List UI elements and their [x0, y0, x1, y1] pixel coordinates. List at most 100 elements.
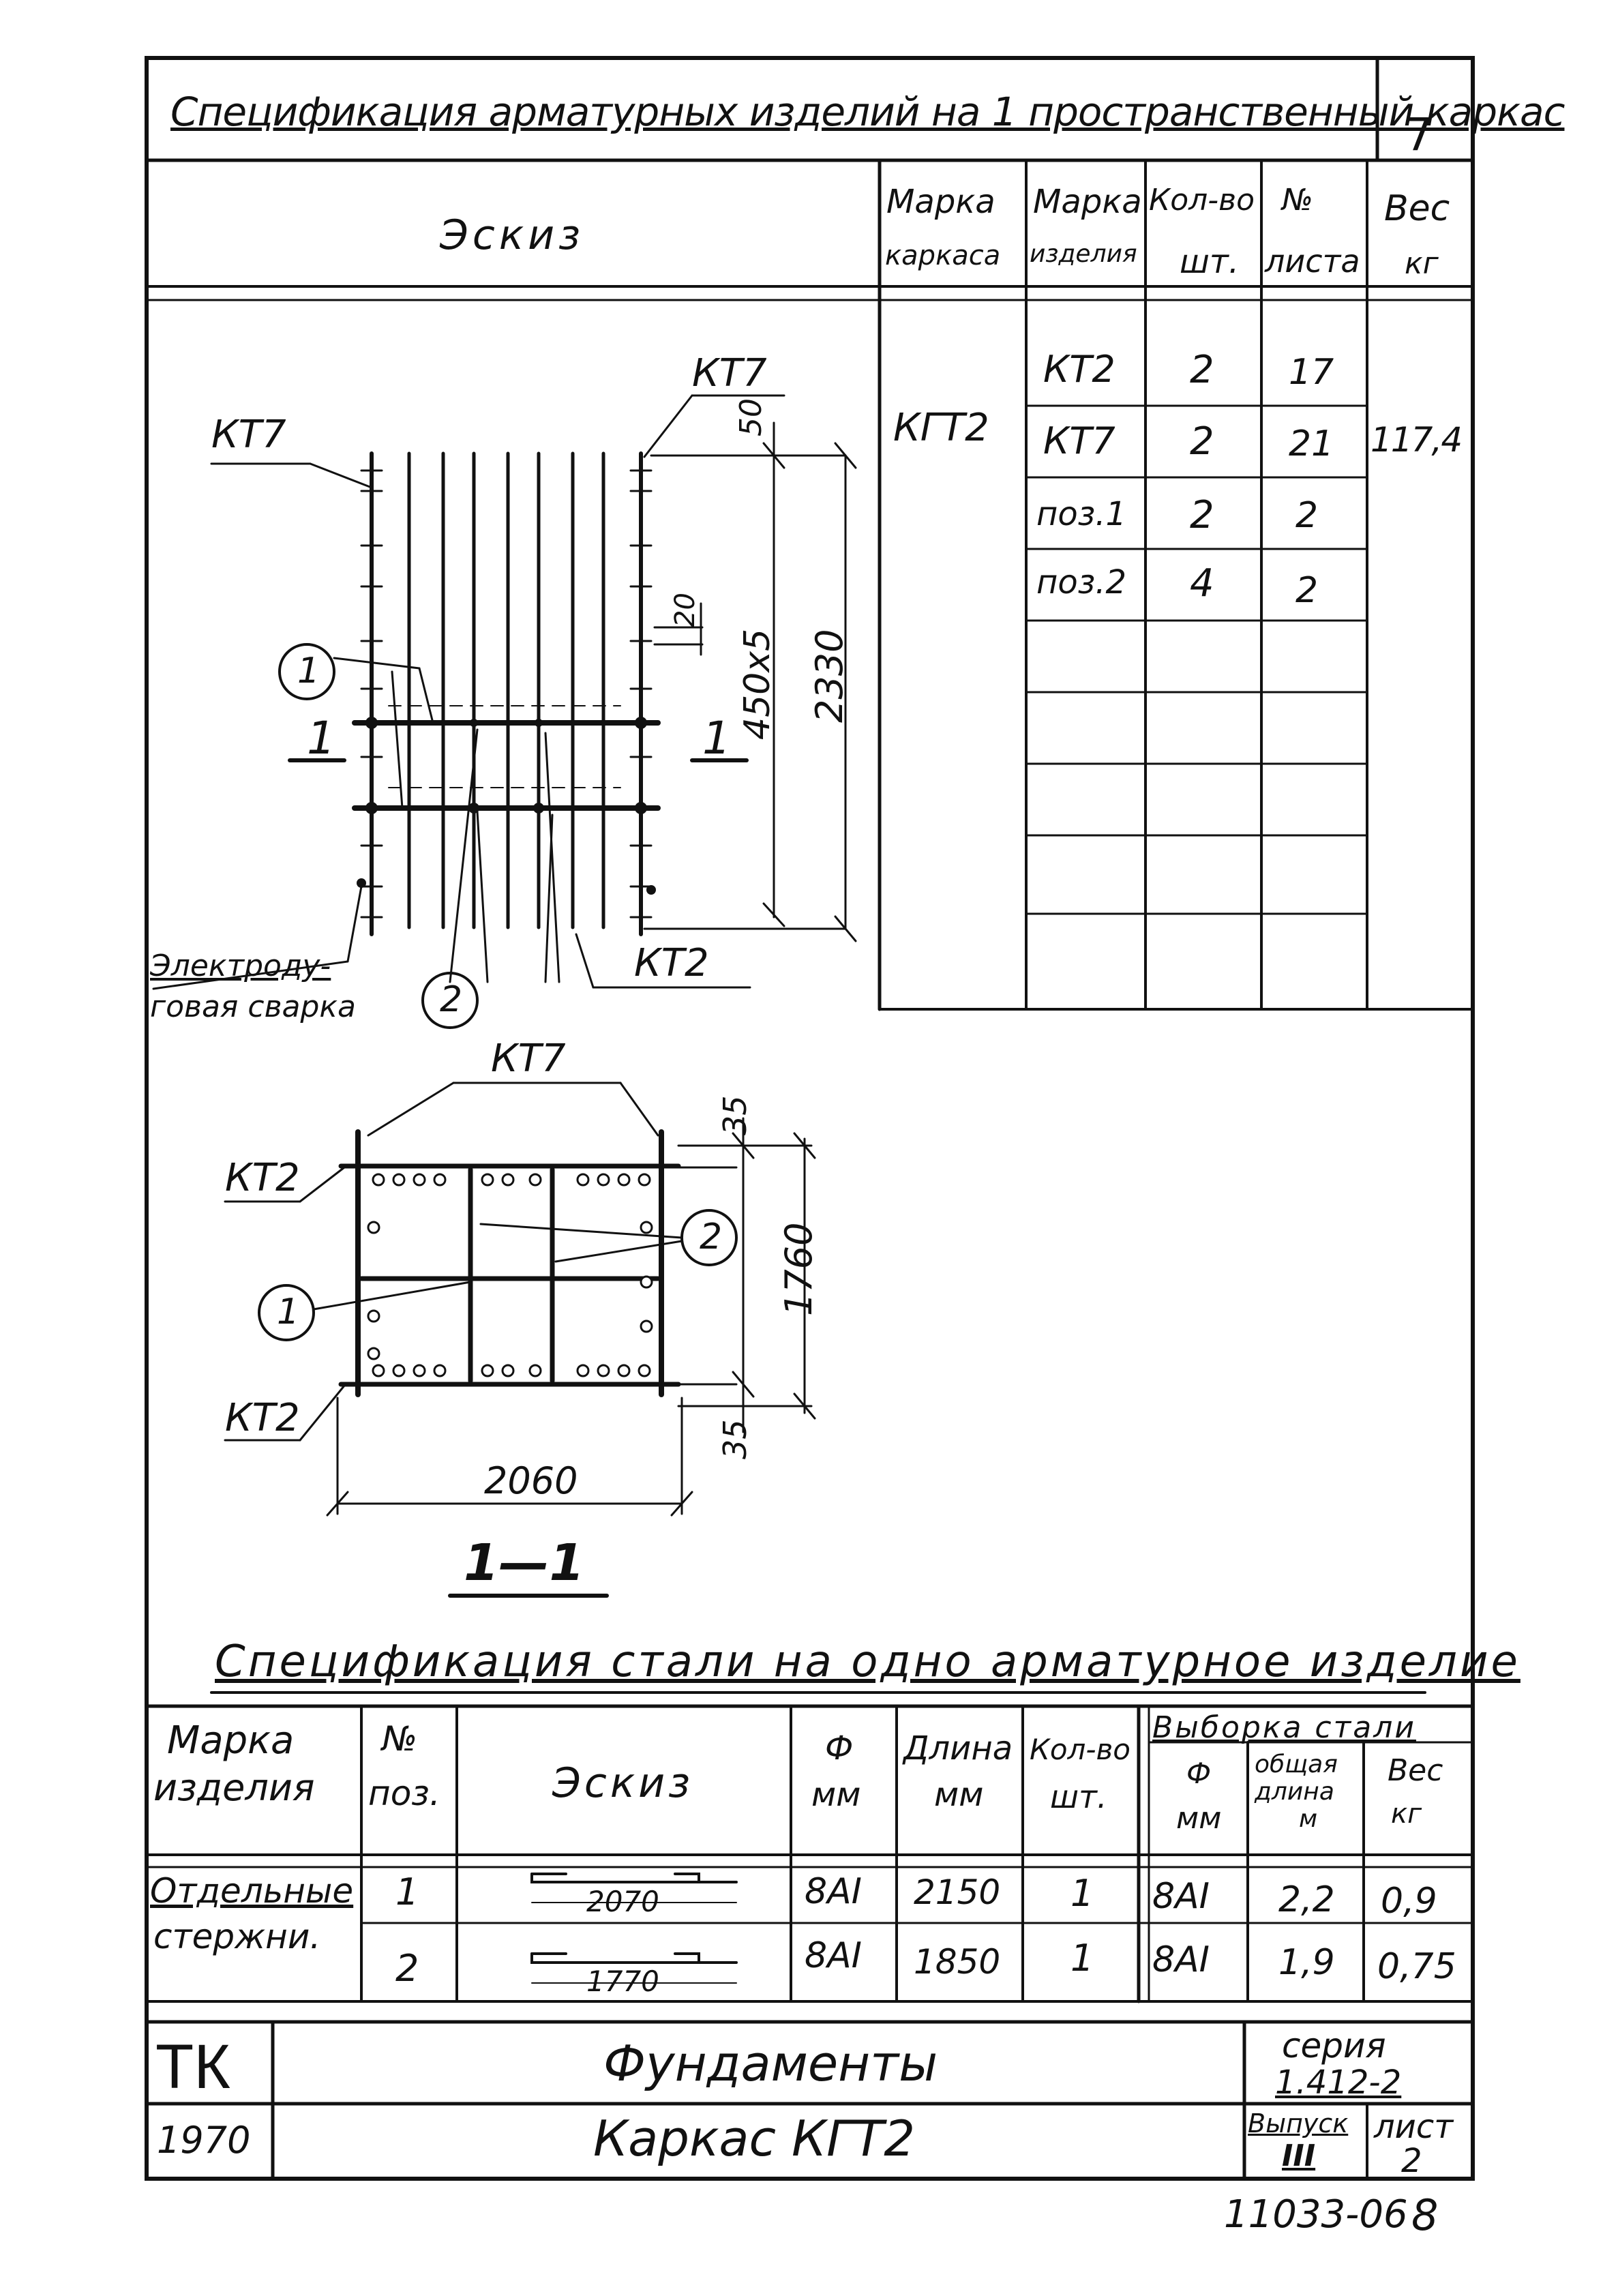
dim-1760: 1760	[777, 1222, 820, 1316]
spec-qty-header-2: шт.	[1050, 1778, 1107, 1815]
sel-weight-header: Вес	[1388, 1753, 1443, 1788]
sheet-no-header: №	[1282, 183, 1313, 218]
total-length-cell: 1,9	[1278, 1942, 1335, 1983]
selection-header: Выборка стали	[1152, 1710, 1416, 1745]
page-number: 8	[1411, 2190, 1439, 2240]
series-value: 1.412-2	[1275, 2063, 1402, 2102]
phi-cell: 8АI	[805, 1935, 862, 1976]
pos-header-2: поз.	[368, 1774, 440, 1813]
sel-phi-header-2: мм	[1176, 1801, 1222, 1836]
length-cell: 1850	[914, 1942, 1001, 1982]
sel-phi-header: Ф	[1186, 1757, 1212, 1790]
sketch-header: Эскиз	[440, 211, 585, 259]
pos-cell: 1	[395, 1870, 419, 1913]
phi-header: Ф	[825, 1729, 854, 1768]
issue-label: Выпуск	[1248, 2108, 1349, 2138]
item-mark-cell: КТ7	[1043, 419, 1115, 462]
year: 1970	[157, 2119, 251, 2162]
item-mark-cell: КТ2	[1043, 348, 1115, 391]
callout-2-label: 2	[440, 979, 463, 1020]
weight-cell: 0,9	[1381, 1881, 1437, 1922]
section-mark-right: 1	[702, 712, 731, 764]
qty-cell: 1	[1070, 1872, 1094, 1915]
page-title: Спецификация арматурных изделий на 1 про…	[170, 89, 1565, 135]
pos-cell: 2	[395, 1947, 419, 1990]
item-mark-cell: поз.1	[1036, 495, 1127, 533]
kt7-right-label: КТ7	[692, 351, 767, 396]
dim-50: 50	[734, 398, 768, 436]
weight-cell: 0,75	[1377, 1946, 1456, 1987]
phi-header-2: мм	[811, 1776, 861, 1814]
sheet-cell: 21	[1289, 423, 1334, 464]
dim-35-bottom: 35	[717, 1419, 753, 1459]
sel-len-header-3: м	[1299, 1805, 1318, 1833]
sel-weight-header-2: кг	[1391, 1798, 1422, 1830]
dim-450x5: 450х5	[737, 628, 778, 740]
item-mark-header-2: изделия	[1030, 240, 1137, 268]
issue-value: III	[1282, 2138, 1316, 2173]
archive-code: 11033-06	[1224, 2192, 1408, 2237]
dim-2330: 2330	[808, 629, 851, 723]
callout-circle-1	[278, 643, 335, 700]
sheet-frame	[145, 56, 1475, 2181]
steel-spec-title: Спецификация стали на одно арматурное из…	[215, 1637, 1520, 1687]
dim-2060: 2060	[484, 1459, 578, 1502]
sheet-cell: 2	[1295, 570, 1319, 611]
weld-label-line1: Электроду-	[150, 949, 331, 983]
kt7-section-label: КТ7	[491, 1037, 566, 1081]
weight-header-2: кг	[1405, 246, 1439, 281]
section-title: 1—1	[464, 1534, 584, 1592]
frame-mark-header-2: каркаса	[885, 240, 1001, 271]
frame-mark-header: Марка	[886, 183, 995, 221]
sel-len-header-2: длина	[1255, 1778, 1334, 1806]
spec-sketch-header: Эскиз	[552, 1759, 694, 1807]
qty-cell: 2	[1190, 348, 1214, 392]
callout-1-label: 1	[297, 651, 320, 691]
weight-value: 117,4	[1370, 420, 1463, 460]
qty-header: Кол-во	[1149, 183, 1255, 218]
section-mark-left: 1	[307, 712, 335, 764]
subject: Фундаменты	[603, 2035, 938, 2092]
item-name-line1: Отдельные	[150, 1871, 354, 1911]
qty-cell: 2	[1190, 419, 1214, 464]
series-label: серия	[1282, 2026, 1386, 2066]
dim-20: 20	[670, 593, 701, 627]
sel-phi-cell: 8АI	[1152, 1939, 1210, 1980]
callout-2-section-label: 2	[700, 1217, 723, 1257]
sheet-label: лист	[1374, 2108, 1454, 2146]
sketch-dim-cell: 2070	[586, 1885, 659, 1918]
section-view-geometry	[338, 1129, 681, 1397]
pos-header: №	[382, 1719, 418, 1759]
plan-view-geometry	[352, 451, 661, 936]
qty-header-2: шт.	[1180, 243, 1240, 281]
callout-1-section-label: 1	[277, 1292, 300, 1332]
sheet-no-header-2: листа	[1265, 243, 1360, 280]
item-name-line2: стержни.	[153, 1917, 321, 1956]
length-header-2: мм	[934, 1776, 984, 1814]
kt7-left-label: КТ7	[211, 413, 286, 457]
qty-cell: 4	[1190, 561, 1214, 606]
weight-header: Вес	[1384, 188, 1450, 229]
drawing-name: Каркас КГТ2	[593, 2110, 916, 2167]
sheet-cell: 17	[1289, 352, 1334, 393]
length-header: Длина	[903, 1729, 1013, 1768]
phi-cell: 8АI	[805, 1871, 862, 1912]
total-length-cell: 2,2	[1278, 1879, 1335, 1920]
sheet-cell: 2	[1295, 495, 1319, 536]
sel-phi-cell: 8АI	[1152, 1876, 1210, 1917]
callout-circle-1-section	[258, 1284, 315, 1341]
mark-header-2: изделия	[153, 1766, 315, 1809]
item-mark-header: Марка	[1033, 183, 1142, 221]
kt2-plan-label: КТ2	[634, 941, 709, 985]
kt2-bottom-label: КТ2	[225, 1396, 300, 1440]
callout-circle-2-section	[680, 1209, 738, 1266]
kt2-top-label: КТ2	[225, 1156, 300, 1200]
dim-35-top: 35	[717, 1095, 753, 1135]
item-mark-cell: поз.2	[1036, 563, 1127, 601]
callout-circle-2	[421, 972, 479, 1029]
sel-len-header: общая	[1255, 1750, 1338, 1778]
length-cell: 2150	[914, 1873, 1001, 1912]
sheet-value: 2	[1401, 2142, 1422, 2180]
spec-qty-header: Кол-во	[1030, 1733, 1130, 1766]
